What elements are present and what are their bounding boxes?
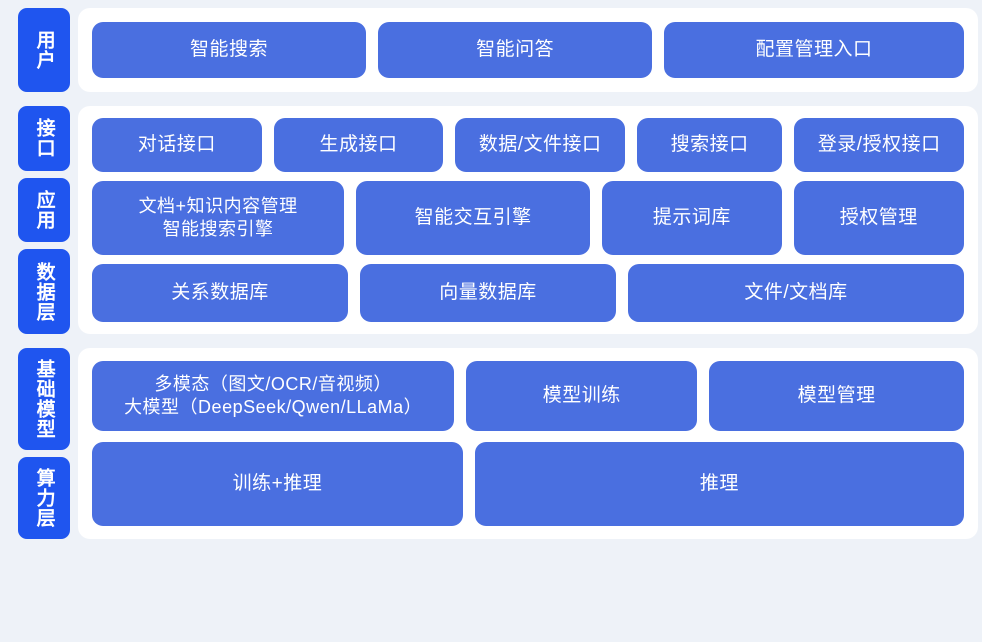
box-login-auth-interface[interactable]: 登录/授权接口 — [794, 118, 965, 172]
box-doc-knowledge-management[interactable]: 文档+知识内容管理 智能搜索引擎 — [92, 181, 345, 255]
section-user-panel: 智能搜索 智能问答 配置管理入口 — [78, 8, 978, 92]
section-model-panel: 多模态（图文/OCR/音视频） 大模型（DeepSeek/Qwen/LLaMa）… — [78, 348, 978, 539]
box-authorization-management[interactable]: 授权管理 — [793, 181, 964, 255]
section-core: 接口 应用 数据层 对话接口 生成接口 数据/文件接口 搜索接口 登录/授权接口… — [4, 106, 978, 335]
layer-label-compute: 算力层 — [18, 457, 70, 539]
box-config-management-entry[interactable]: 配置管理入口 — [664, 22, 964, 78]
user-row: 智能搜索 智能问答 配置管理入口 — [92, 22, 964, 78]
layer-label-user: 用户 — [18, 8, 70, 92]
box-prompt-library[interactable]: 提示词库 — [602, 181, 782, 255]
box-relational-database[interactable]: 关系数据库 — [92, 264, 348, 322]
layer-label-data: 数据层 — [18, 249, 70, 335]
box-file-document-store[interactable]: 文件/文档库 — [628, 264, 964, 322]
box-model-management[interactable]: 模型管理 — [709, 361, 964, 431]
data-row: 关系数据库 向量数据库 文件/文档库 — [92, 264, 964, 322]
compute-row: 训练+推理 推理 — [92, 442, 964, 526]
section-model-labels: 基础模型 算力层 — [18, 348, 70, 539]
section-model: 基础模型 算力层 多模态（图文/OCR/音视频） 大模型（DeepSeek/Qw… — [4, 348, 978, 539]
box-dialog-interface[interactable]: 对话接口 — [92, 118, 262, 172]
box-search-interface[interactable]: 搜索接口 — [636, 118, 783, 172]
section-core-labels: 接口 应用 数据层 — [18, 106, 70, 335]
layer-label-application: 应用 — [18, 177, 70, 243]
box-smart-qa[interactable]: 智能问答 — [378, 22, 653, 78]
layer-label-base-model: 基础模型 — [18, 348, 70, 450]
box-multimodal-large-model[interactable]: 多模态（图文/OCR/音视频） 大模型（DeepSeek/Qwen/LLaMa） — [92, 361, 455, 431]
layer-label-interface: 接口 — [18, 106, 70, 171]
box-model-training[interactable]: 模型训练 — [466, 361, 698, 431]
model-row: 多模态（图文/OCR/音视频） 大模型（DeepSeek/Qwen/LLaMa）… — [92, 361, 964, 431]
box-training-inference[interactable]: 训练+推理 — [92, 442, 463, 526]
application-row: 文档+知识内容管理 智能搜索引擎 智能交互引擎 提示词库 授权管理 — [92, 181, 964, 255]
box-smart-search[interactable]: 智能搜索 — [92, 22, 367, 78]
box-smart-interaction-engine[interactable]: 智能交互引擎 — [356, 181, 591, 255]
box-vector-database[interactable]: 向量数据库 — [360, 264, 616, 322]
box-data-file-interface[interactable]: 数据/文件接口 — [455, 118, 625, 172]
section-user-labels: 用户 — [18, 8, 70, 92]
box-generation-interface[interactable]: 生成接口 — [273, 118, 444, 172]
box-inference[interactable]: 推理 — [474, 442, 964, 526]
section-user: 用户 智能搜索 智能问答 配置管理入口 — [4, 8, 978, 92]
section-core-panel: 对话接口 生成接口 数据/文件接口 搜索接口 登录/授权接口 文档+知识内容管理… — [78, 106, 978, 334]
interface-row: 对话接口 生成接口 数据/文件接口 搜索接口 登录/授权接口 — [92, 118, 965, 172]
